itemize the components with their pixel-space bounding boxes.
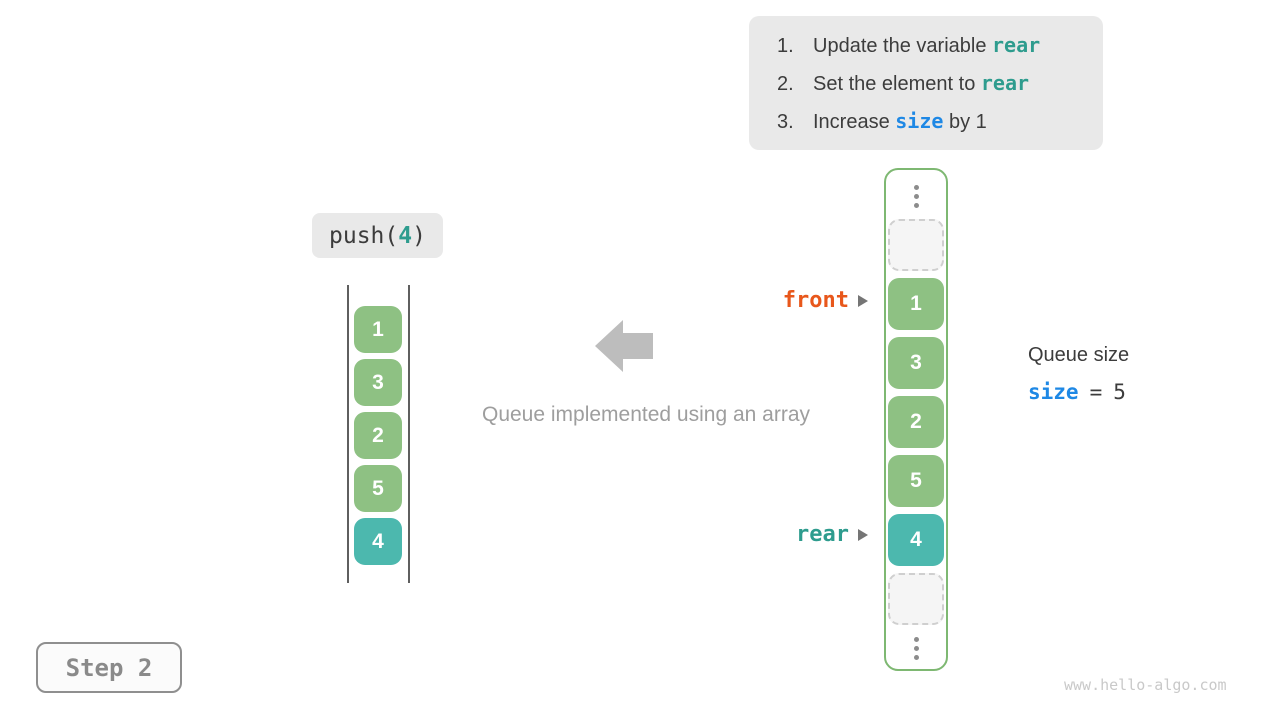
step-badge: Step 2	[36, 642, 182, 693]
dot	[913, 636, 919, 642]
instruction-step-3: 3. Increase size by 1	[777, 107, 1103, 136]
queue-size-block: Queue size size = 5	[1028, 344, 1129, 404]
push-operation-label: push( 4 )	[312, 213, 443, 258]
array-cell: 5	[888, 455, 944, 507]
empty-cell	[888, 219, 944, 271]
list-number: 3.	[777, 110, 794, 133]
instruction-step-1: 1. Update the variable rear	[777, 31, 1103, 60]
equals-sign: =	[1089, 380, 1103, 404]
dot	[913, 184, 919, 190]
array-cell: 1	[888, 278, 944, 330]
dot	[913, 202, 919, 208]
queue-stack: 1 3 2 5 4	[354, 306, 402, 565]
list-number: 2.	[777, 72, 794, 95]
left-arrow-icon	[595, 320, 653, 372]
watermark: www.hello-algo.com	[1064, 676, 1227, 694]
rear-pointer: rear	[796, 522, 868, 547]
array-cell: 3	[888, 337, 944, 389]
push-fn-text: push(	[329, 222, 399, 249]
list-number: 1.	[777, 34, 794, 57]
empty-cell	[888, 573, 944, 625]
front-pointer-label: front	[782, 288, 849, 313]
dot	[913, 193, 919, 199]
array-container: 1 3 2 5 4	[884, 168, 948, 671]
instruction-step-2: 2. Set the element to rear	[777, 69, 1103, 98]
size-variable: size	[1028, 380, 1079, 404]
stack-cell: 5	[354, 465, 402, 512]
instruction-panel: 1. Update the variable rear 2. Set the e…	[749, 16, 1103, 150]
queue-size-expression: size = 5	[1028, 380, 1129, 404]
array-cell-rear: 4	[888, 514, 944, 566]
instruction-text: by 1	[943, 110, 987, 133]
pointer-arrow-icon	[858, 294, 868, 307]
ellipsis-top-icon	[913, 180, 919, 212]
code-size: size	[895, 108, 944, 133]
diagram-caption: Queue implemented using an array	[481, 403, 811, 426]
stack-cell: 2	[354, 412, 402, 459]
stack-cell: 3	[354, 359, 402, 406]
dot	[913, 645, 919, 651]
queue-wall-left	[347, 285, 349, 583]
code-rear: rear	[992, 32, 1041, 57]
stack-cell-newest: 4	[354, 518, 402, 565]
code-rear: rear	[980, 70, 1030, 95]
instruction-text: Set the element to	[813, 72, 981, 95]
ellipsis-bottom-icon	[913, 632, 919, 664]
pointer-arrow-icon	[858, 528, 868, 541]
front-pointer: front	[783, 288, 868, 313]
instruction-text: Update the variable	[813, 34, 993, 57]
instruction-text: Increase	[813, 110, 896, 133]
queue-wall-right	[408, 285, 410, 583]
size-value: 5	[1113, 380, 1126, 404]
dot	[913, 654, 919, 660]
push-close-paren: )	[412, 222, 426, 249]
push-arg-value: 4	[398, 222, 413, 249]
stack-cell: 1	[354, 306, 402, 353]
rear-pointer-label: rear	[796, 522, 849, 547]
queue-size-title: Queue size	[1028, 344, 1130, 366]
array-cell: 2	[888, 396, 944, 448]
